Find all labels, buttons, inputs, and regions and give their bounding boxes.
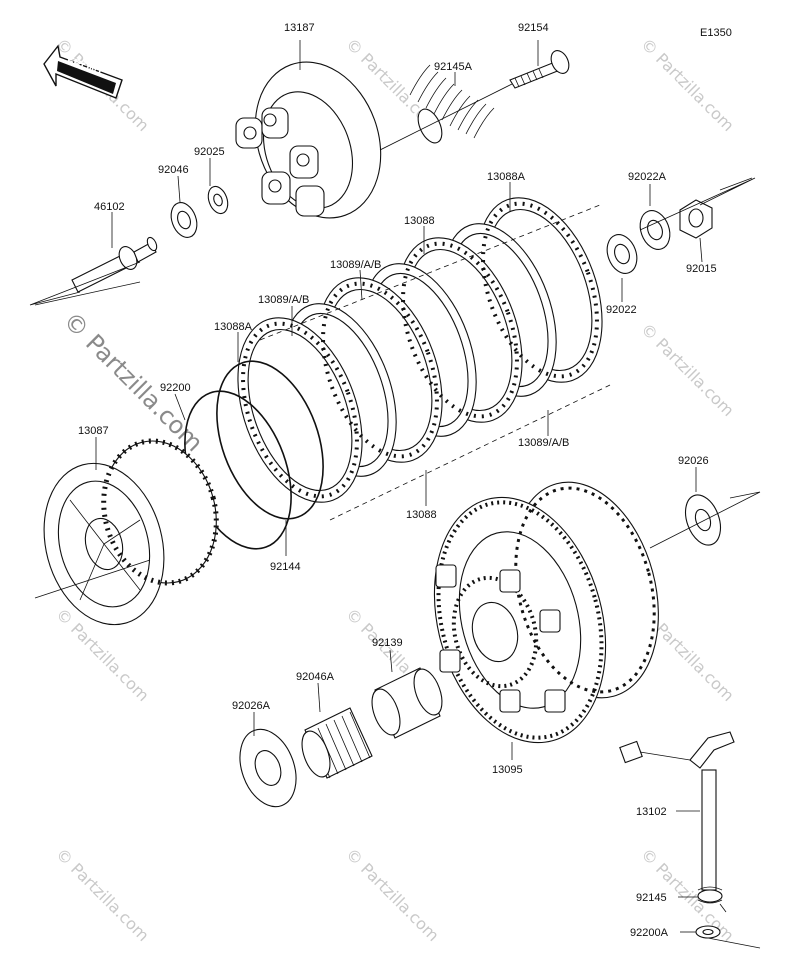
part-label-92145: 92145: [636, 892, 667, 904]
washer-92026: [684, 494, 722, 546]
leader-line: [699, 237, 703, 263]
axis-arrow: [639, 177, 756, 231]
bolt-92154: [509, 50, 570, 89]
part-label-92144: 92144: [270, 561, 301, 573]
clutch-hub-13087: [43, 438, 219, 626]
part-label-13088-bottom: 13088: [406, 509, 437, 521]
clutch-plate-stack: [237, 197, 603, 503]
part-label-92046A: 92046A: [296, 671, 335, 683]
axis-arrow: [649, 491, 761, 549]
washer-92025: [207, 185, 229, 215]
washer-92200A: [695, 925, 721, 939]
leader-line: [317, 682, 321, 713]
leader-line: [389, 649, 393, 673]
part-label-92200: 92200: [160, 382, 191, 394]
part-label-13102: 13102: [636, 806, 667, 818]
part-label-92145A: 92145A: [434, 61, 473, 73]
spring-92145A: [409, 64, 495, 144]
nut-92015: [679, 199, 713, 239]
part-label-13089AB-2: 13089/A/B: [258, 294, 309, 306]
leader-line: [174, 393, 186, 421]
part-label-13095: 13095: [492, 764, 523, 776]
washer-92026A: [239, 728, 297, 808]
part-label-92026: 92026: [678, 455, 709, 467]
part-label-13088-top: 13088: [404, 215, 435, 227]
watermark: © Partzilla.com: [637, 34, 738, 135]
axis-arrow: [34, 559, 151, 599]
part-label-92022A: 92022A: [628, 171, 667, 183]
part-label-92015: 92015: [686, 263, 717, 275]
release-shaft-13102: [619, 731, 735, 891]
collar-92139: [371, 667, 443, 739]
part-label-13088A-left: 13088A: [214, 321, 253, 333]
part-label-13187: 13187: [284, 22, 315, 34]
part-label-92025: 92025: [194, 146, 225, 158]
spring-92145: [697, 886, 727, 913]
washer-92022: [606, 234, 638, 274]
part-label-92026A: 92026A: [232, 700, 271, 712]
part-label-13089AB-3: 13089/A/B: [518, 437, 569, 449]
pressure-plate-13187: [235, 61, 382, 219]
dashed-guide: [329, 384, 611, 521]
part-label-92200A: 92200A: [630, 927, 669, 939]
clutch-housing-13095: [433, 481, 659, 744]
part-label-92046: 92046: [158, 164, 189, 176]
part-label-92139: 92139: [372, 637, 403, 649]
diagram-code: E1350: [700, 27, 732, 39]
part-labels: 13187 92154 92145A 92025 92046 46102 130…: [78, 22, 717, 939]
washer-92022A: [639, 210, 671, 250]
axis-line: [379, 83, 513, 151]
axis-arrow: [707, 937, 761, 949]
part-label-92022: 92022: [606, 304, 637, 316]
axis-arrow: [29, 261, 141, 306]
leader-line: [177, 175, 181, 203]
part-label-92154: 92154: [518, 22, 549, 34]
watermark: © Partzilla.com: [342, 844, 443, 945]
leader-line: [359, 269, 363, 301]
needle-bearing-92046A: [301, 707, 373, 779]
part-label-13087: 13087: [78, 425, 109, 437]
part-label-13088A-top: 13088A: [487, 171, 526, 183]
watermark: © Partzilla.com: [637, 319, 738, 420]
part-label-13089AB-1: 13089/A/B: [330, 259, 381, 271]
ring-92144: [216, 360, 324, 520]
part-label-46102: 46102: [94, 201, 125, 213]
bearing-92046: [170, 202, 198, 238]
watermark: © Partzilla.com: [52, 844, 153, 945]
dashed-guide: [259, 204, 601, 341]
